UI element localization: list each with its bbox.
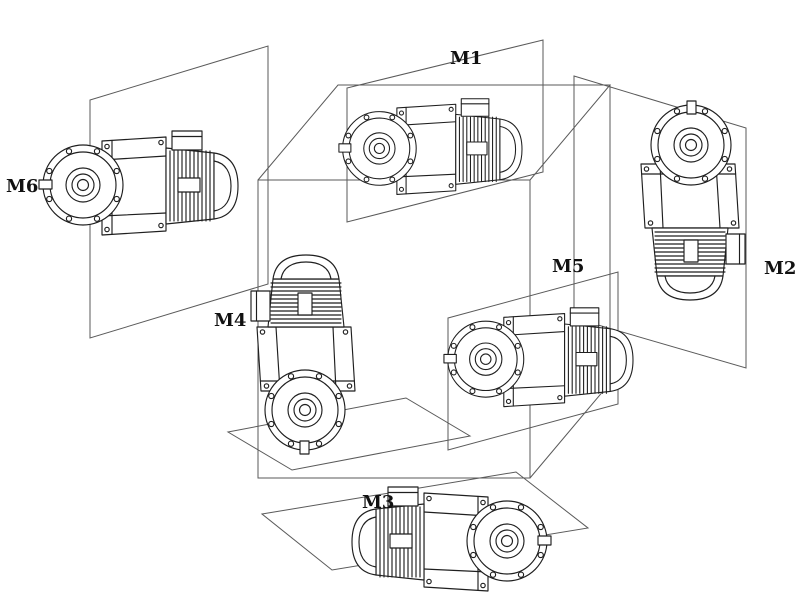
- label-m1: M1: [450, 48, 482, 69]
- label-m2: M2: [764, 258, 796, 279]
- gearmotor-m1: [338, 98, 523, 195]
- position-labels: M1 M2 M3 M4 M5 M6: [6, 48, 796, 513]
- label-m3: M3: [362, 492, 394, 513]
- gearmotors: [38, 98, 746, 592]
- gearmotor-m6: [38, 130, 239, 236]
- panel-m5: [447, 271, 619, 451]
- cube-top-face: [257, 84, 612, 181]
- cube-right-face: [529, 85, 611, 479]
- label-m5: M5: [552, 256, 584, 277]
- panel-m4: [226, 397, 472, 471]
- label-m4: M4: [214, 310, 246, 331]
- gearmotor-m5: [443, 307, 634, 408]
- label-m6: M6: [6, 176, 38, 197]
- panel-m3: [260, 471, 590, 571]
- gearmotor-m2: [640, 100, 746, 301]
